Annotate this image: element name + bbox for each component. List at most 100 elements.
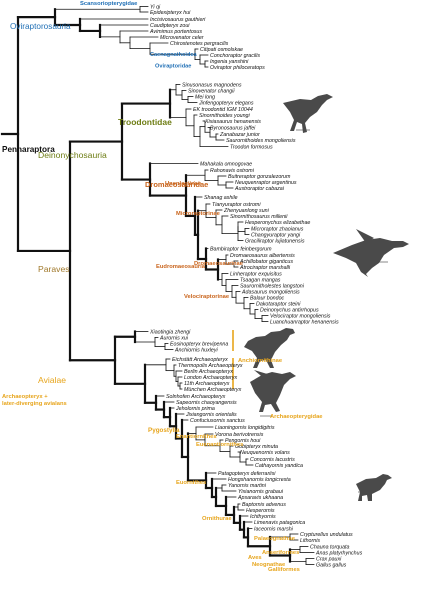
taxon-label: Chirostenotes pergracilis (170, 41, 229, 47)
clade-label: Enantiornithes (176, 434, 217, 440)
taxon-label: Cathayornis yandica (255, 463, 303, 469)
taxon-label: EK troodontid IGM 10044 (193, 107, 253, 113)
taxon-label: Hesperonychus elizabethae (245, 220, 310, 226)
clade-label: Troodontidae (118, 117, 172, 127)
clade-label: Anchiornithinae (238, 358, 283, 364)
taxon-label: Austroraptor cabazai (234, 186, 285, 192)
taxon-label: Jeholornis prima (175, 406, 215, 412)
clade-label: Ornithurae (202, 516, 232, 522)
taxon-label: Sinornithosaurus millenii (230, 214, 288, 220)
taxon-label: Achillobator giganticus (239, 259, 293, 265)
clade-label: Scansoriopterygidae (80, 1, 138, 7)
taxon-label: Microraptor zhaoianus (251, 226, 304, 232)
taxon-label: Sinornithoides youngi (199, 113, 250, 119)
clade-label: Caenagnathoidea (150, 52, 198, 58)
taxon-label: Eosinopteryx brevipenna (170, 341, 228, 347)
taxon-label: Velociraptor mongoliensis (270, 313, 331, 319)
taxon-label: Anas platyrhynchus (315, 550, 363, 556)
taxon-label: Gobipteryx minuta (235, 444, 278, 450)
clade-label: Aves (248, 555, 262, 561)
anchiornithine-silhouette-icon (244, 328, 295, 368)
taxon-label: Sapeornis chaoyangensis (176, 400, 237, 406)
taxon-label: Linheraptor exquisitus (230, 271, 282, 277)
clade-label: Galliformes (268, 567, 300, 573)
clade-label: Euornithes (176, 480, 206, 486)
taxon-label: Thermopolis Archaeopteryx (178, 363, 243, 369)
taxon-label: Crax pauxi (316, 556, 342, 562)
clade-label: Archaeopteryx + (2, 394, 48, 400)
taxon-label: Lithornis (300, 538, 320, 544)
taxon-label: Saurornithoides mongoliensis (226, 138, 296, 144)
taxon-label: Rahonavis ostromi (210, 168, 255, 174)
clade-label: Dromaeosaurinae (194, 261, 244, 267)
clade-label: Euenantiornithes (196, 442, 243, 448)
taxon-label: Xixiasaurus henanensis (204, 119, 261, 125)
taxon-label: Confuciusornis sanctus (190, 418, 245, 424)
taxon-label: Deinonychus antirrhopus (260, 307, 319, 313)
taxon-label: München Archaeopteryx (184, 387, 242, 393)
taxon-label: Byronosaurus jaffei (210, 125, 256, 131)
taxon-label: Neuquenornis volans (240, 450, 290, 456)
taxon-label: Neuquenraptor argentinus (235, 180, 297, 186)
taxon-label: Ingenia yanshini (210, 59, 249, 65)
taxon-label: Mei long (195, 94, 215, 100)
taxon-label: Baptornis advenus (242, 502, 286, 508)
clade-label: Palaeognathae (254, 536, 296, 542)
taxon-label: Avimimus portentosus (149, 29, 202, 35)
clade-label: Velociraptorinae (184, 294, 230, 300)
clade-label: Eudromaeosauria (156, 264, 206, 270)
taxon-label: Oviraptor philoceratops (210, 65, 265, 71)
taxon-label: Anchiornis huxleyi (174, 347, 219, 353)
taxon-label: Iaceornis marshi (254, 526, 294, 532)
clade-label: Microraptorinae (176, 211, 221, 217)
major-clade-label: Paraves (38, 264, 70, 274)
taxon-label: Concornis lacustris (250, 457, 295, 463)
taxon-label: Epidexipteryx hui (150, 10, 191, 16)
taxon-label: Jinfengopteryx elegans (198, 100, 254, 106)
major-clade-label: Oviraptorosauria (10, 22, 71, 31)
clade-label: later-diverging avialans (2, 401, 67, 407)
taxon-label: Aurornis xui (159, 335, 189, 341)
root-label: Pennaraptora (2, 145, 55, 154)
taxon-label: Sinusonasus magnodens (182, 82, 242, 88)
taxon-label: Eichstätt Archaeopteryx (172, 357, 228, 363)
major-clade-label: Avialae (38, 375, 66, 385)
taxon-label: Saurornitholestes langstoni (240, 283, 305, 289)
taxon-label: Crypturellus undulatus (300, 532, 353, 538)
taxon-label: Pengornis houi (225, 438, 261, 444)
taxon-label: Luanchuanraptor henanensis (270, 319, 339, 325)
taxon-label: Limenavis patagonica (254, 520, 305, 526)
bird-silhouette-icon (356, 474, 392, 501)
taxon-label: Apsaravis ukhaana (237, 495, 283, 501)
taxon-label: Conchoraptor gracilis (210, 53, 260, 59)
taxon-label: Caudipteryx zoui (150, 23, 190, 29)
taxon-label: Changyuraptor yangi (251, 232, 301, 238)
taxon-label: Hesperornis (246, 508, 275, 514)
taxon-label: Adasaurus mongoliensis (241, 289, 300, 295)
archaeopterygid-silhouette-icon (250, 370, 296, 412)
taxon-label: Tsaagan mangas (240, 277, 281, 283)
taxon-label: Tianyuraptor ostromi (212, 202, 261, 208)
taxon-label: Liaoningornis longidigitris (215, 425, 275, 431)
taxon-label: Balaur bondoc (250, 295, 285, 301)
taxon-label: Berlin Archaeopteryx (184, 369, 233, 375)
taxon-label: Xiaotingia zhengi (149, 329, 191, 335)
clade-label: Anseriformes (262, 550, 299, 556)
taxon-label: Incisivosaurus gauthieri (150, 17, 206, 23)
taxon-label: Graciliraptor lujiatunensis (245, 238, 305, 244)
taxon-label: Hongshanornis longicresta (228, 477, 291, 483)
major-clade-label: Deinonychosauria (38, 150, 107, 160)
taxon-label: Dakotaraptor steini (256, 301, 301, 307)
taxon-label: Buitreraptor gonzalezorum (228, 174, 291, 180)
clade-label: Dromaeosauridae (145, 180, 208, 189)
taxon-label: Ichthyornis (250, 514, 276, 520)
taxon-label: Microvenator celer (160, 35, 204, 41)
clade-label: Neognathae (252, 562, 286, 568)
troodontid-silhouette-icon (283, 94, 333, 133)
clade-label: Pygostylia (148, 427, 180, 434)
taxon-label: Mahakala omnogovae (200, 161, 252, 167)
taxon-label: Sinovenator changii (188, 88, 235, 94)
taxon-label: Troodon formosus (230, 144, 273, 150)
